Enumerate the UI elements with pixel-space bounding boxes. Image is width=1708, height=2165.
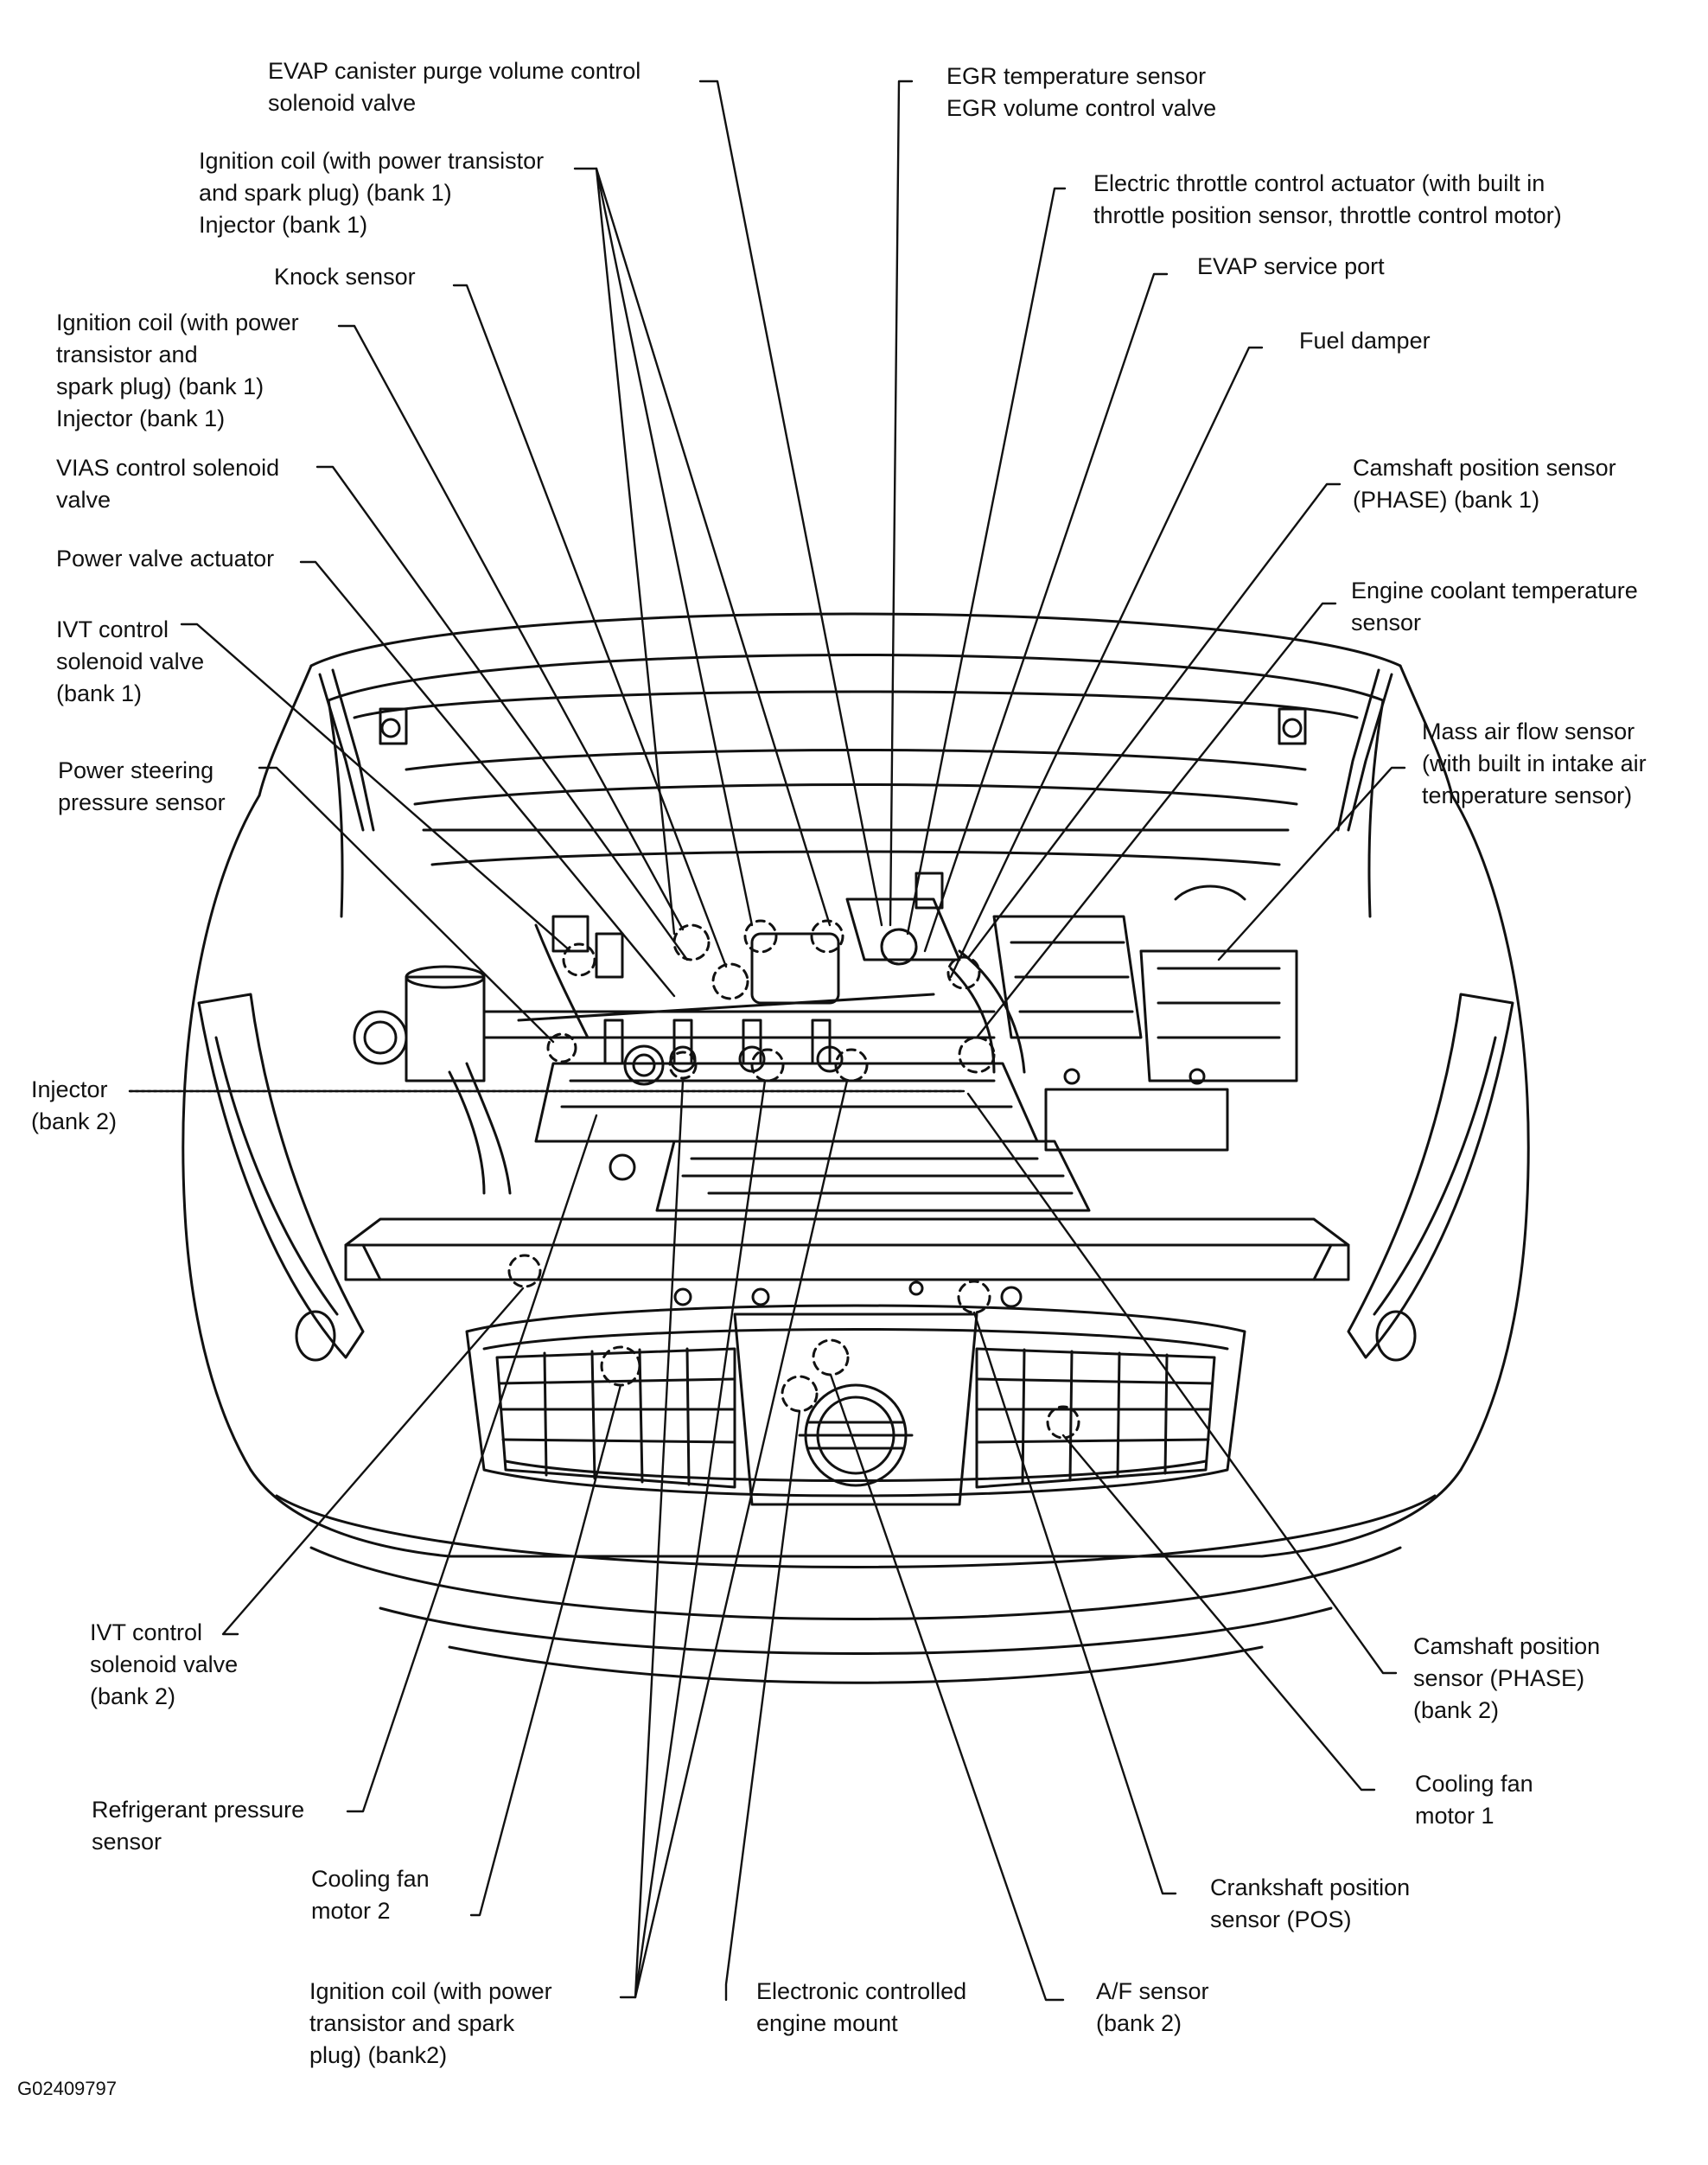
- locator-engine-mount: [781, 1375, 819, 1413]
- locator-ignition-b1: [743, 919, 778, 954]
- label-crankshaft-sensor: Crankshaft position sensor (POS): [1210, 1874, 1411, 1932]
- leader-lines: [128, 80, 1406, 2002]
- label-engine-mount: Electronic controlled engine mount: [756, 1978, 967, 2036]
- car-body-outline: [182, 612, 1530, 1684]
- label-camshaft-sensor-bank2: Camshaft position sensor (PHASE) (bank 2…: [1413, 1633, 1601, 1723]
- locator-vias: [672, 923, 711, 961]
- locator-af: [812, 1338, 850, 1376]
- label-cooling-fan-motor2: Cooling fan motor 2: [311, 1866, 430, 1924]
- label-ivt-valve-bank2: IVT control solenoid valve (bank 2): [90, 1619, 239, 1709]
- locator-ps-sensor: [546, 1032, 577, 1063]
- label-mass-air-flow-sensor: Mass air flow sensor (with built in inta…: [1422, 718, 1647, 808]
- locator-ivt-b1: [562, 942, 596, 977]
- label-refrigerant-pressure-sensor: Refrigerant pressure sensor: [92, 1797, 305, 1855]
- locator-cam-b1: [946, 955, 981, 990]
- label-coolant-temp-sensor: Engine coolant temperature sensor: [1351, 578, 1638, 635]
- figure-id: G02409797: [17, 2078, 117, 2099]
- label-ignition-coil-bank2: Ignition coil (with power transistor and…: [309, 1978, 552, 2068]
- label-power-steering-sensor: Power steering pressure sensor: [58, 757, 226, 815]
- label-ignition-coil-bank1-top: Ignition coil (with power transistor and…: [199, 148, 545, 238]
- label-cooling-fan-motor1: Cooling fan motor 1: [1415, 1771, 1533, 1829]
- label-evap-service-port: EVAP service port: [1197, 253, 1385, 279]
- label-egr: EGR temperature sensor EGR volume contro…: [946, 63, 1217, 121]
- engine-intake-manifold: [353, 749, 1307, 1212]
- locator-crank: [957, 1280, 991, 1314]
- label-evap-purge-valve: EVAP canister purge volume control solen…: [268, 58, 641, 116]
- label-ignition-coil-bank1-left: Ignition coil (with power transistor and…: [56, 310, 299, 431]
- locator-knock: [711, 962, 749, 1000]
- label-injector-bank2: Injector (bank 2): [31, 1076, 118, 1134]
- label-af-sensor: A/F sensor (bank 2): [1096, 1978, 1209, 2036]
- label-knock-sensor: Knock sensor: [274, 264, 416, 290]
- locator-evap-purge: [880, 928, 918, 966]
- label-throttle-actuator: Electric throttle control actuator (with…: [1093, 170, 1562, 228]
- label-vias-valve: VIAS control solenoid valve: [56, 455, 280, 513]
- locator-injector-c: [834, 1048, 869, 1082]
- headlight-left: [197, 993, 365, 1362]
- locator-injector-a: [668, 1051, 698, 1080]
- locator-coolant: [958, 1036, 996, 1074]
- locator-cooling-fan1: [1046, 1405, 1080, 1440]
- grille: [465, 1304, 1246, 1506]
- label-ivt-valve-bank1: IVT control solenoid valve (bank 1): [56, 616, 205, 706]
- label-camshaft-sensor-bank1: Camshaft position sensor (PHASE) (bank 1…: [1353, 455, 1616, 513]
- radiator-support: [344, 1217, 1350, 1308]
- locator-injector-b: [750, 1048, 785, 1082]
- label-fuel-damper: Fuel damper: [1299, 328, 1431, 354]
- label-power-valve-actuator: Power valve actuator: [56, 546, 275, 572]
- locator-ivt-b2: [507, 1254, 542, 1288]
- locator-egr: [810, 919, 844, 954]
- component-locators: [507, 919, 1080, 1440]
- headlight-right: [1347, 993, 1514, 1362]
